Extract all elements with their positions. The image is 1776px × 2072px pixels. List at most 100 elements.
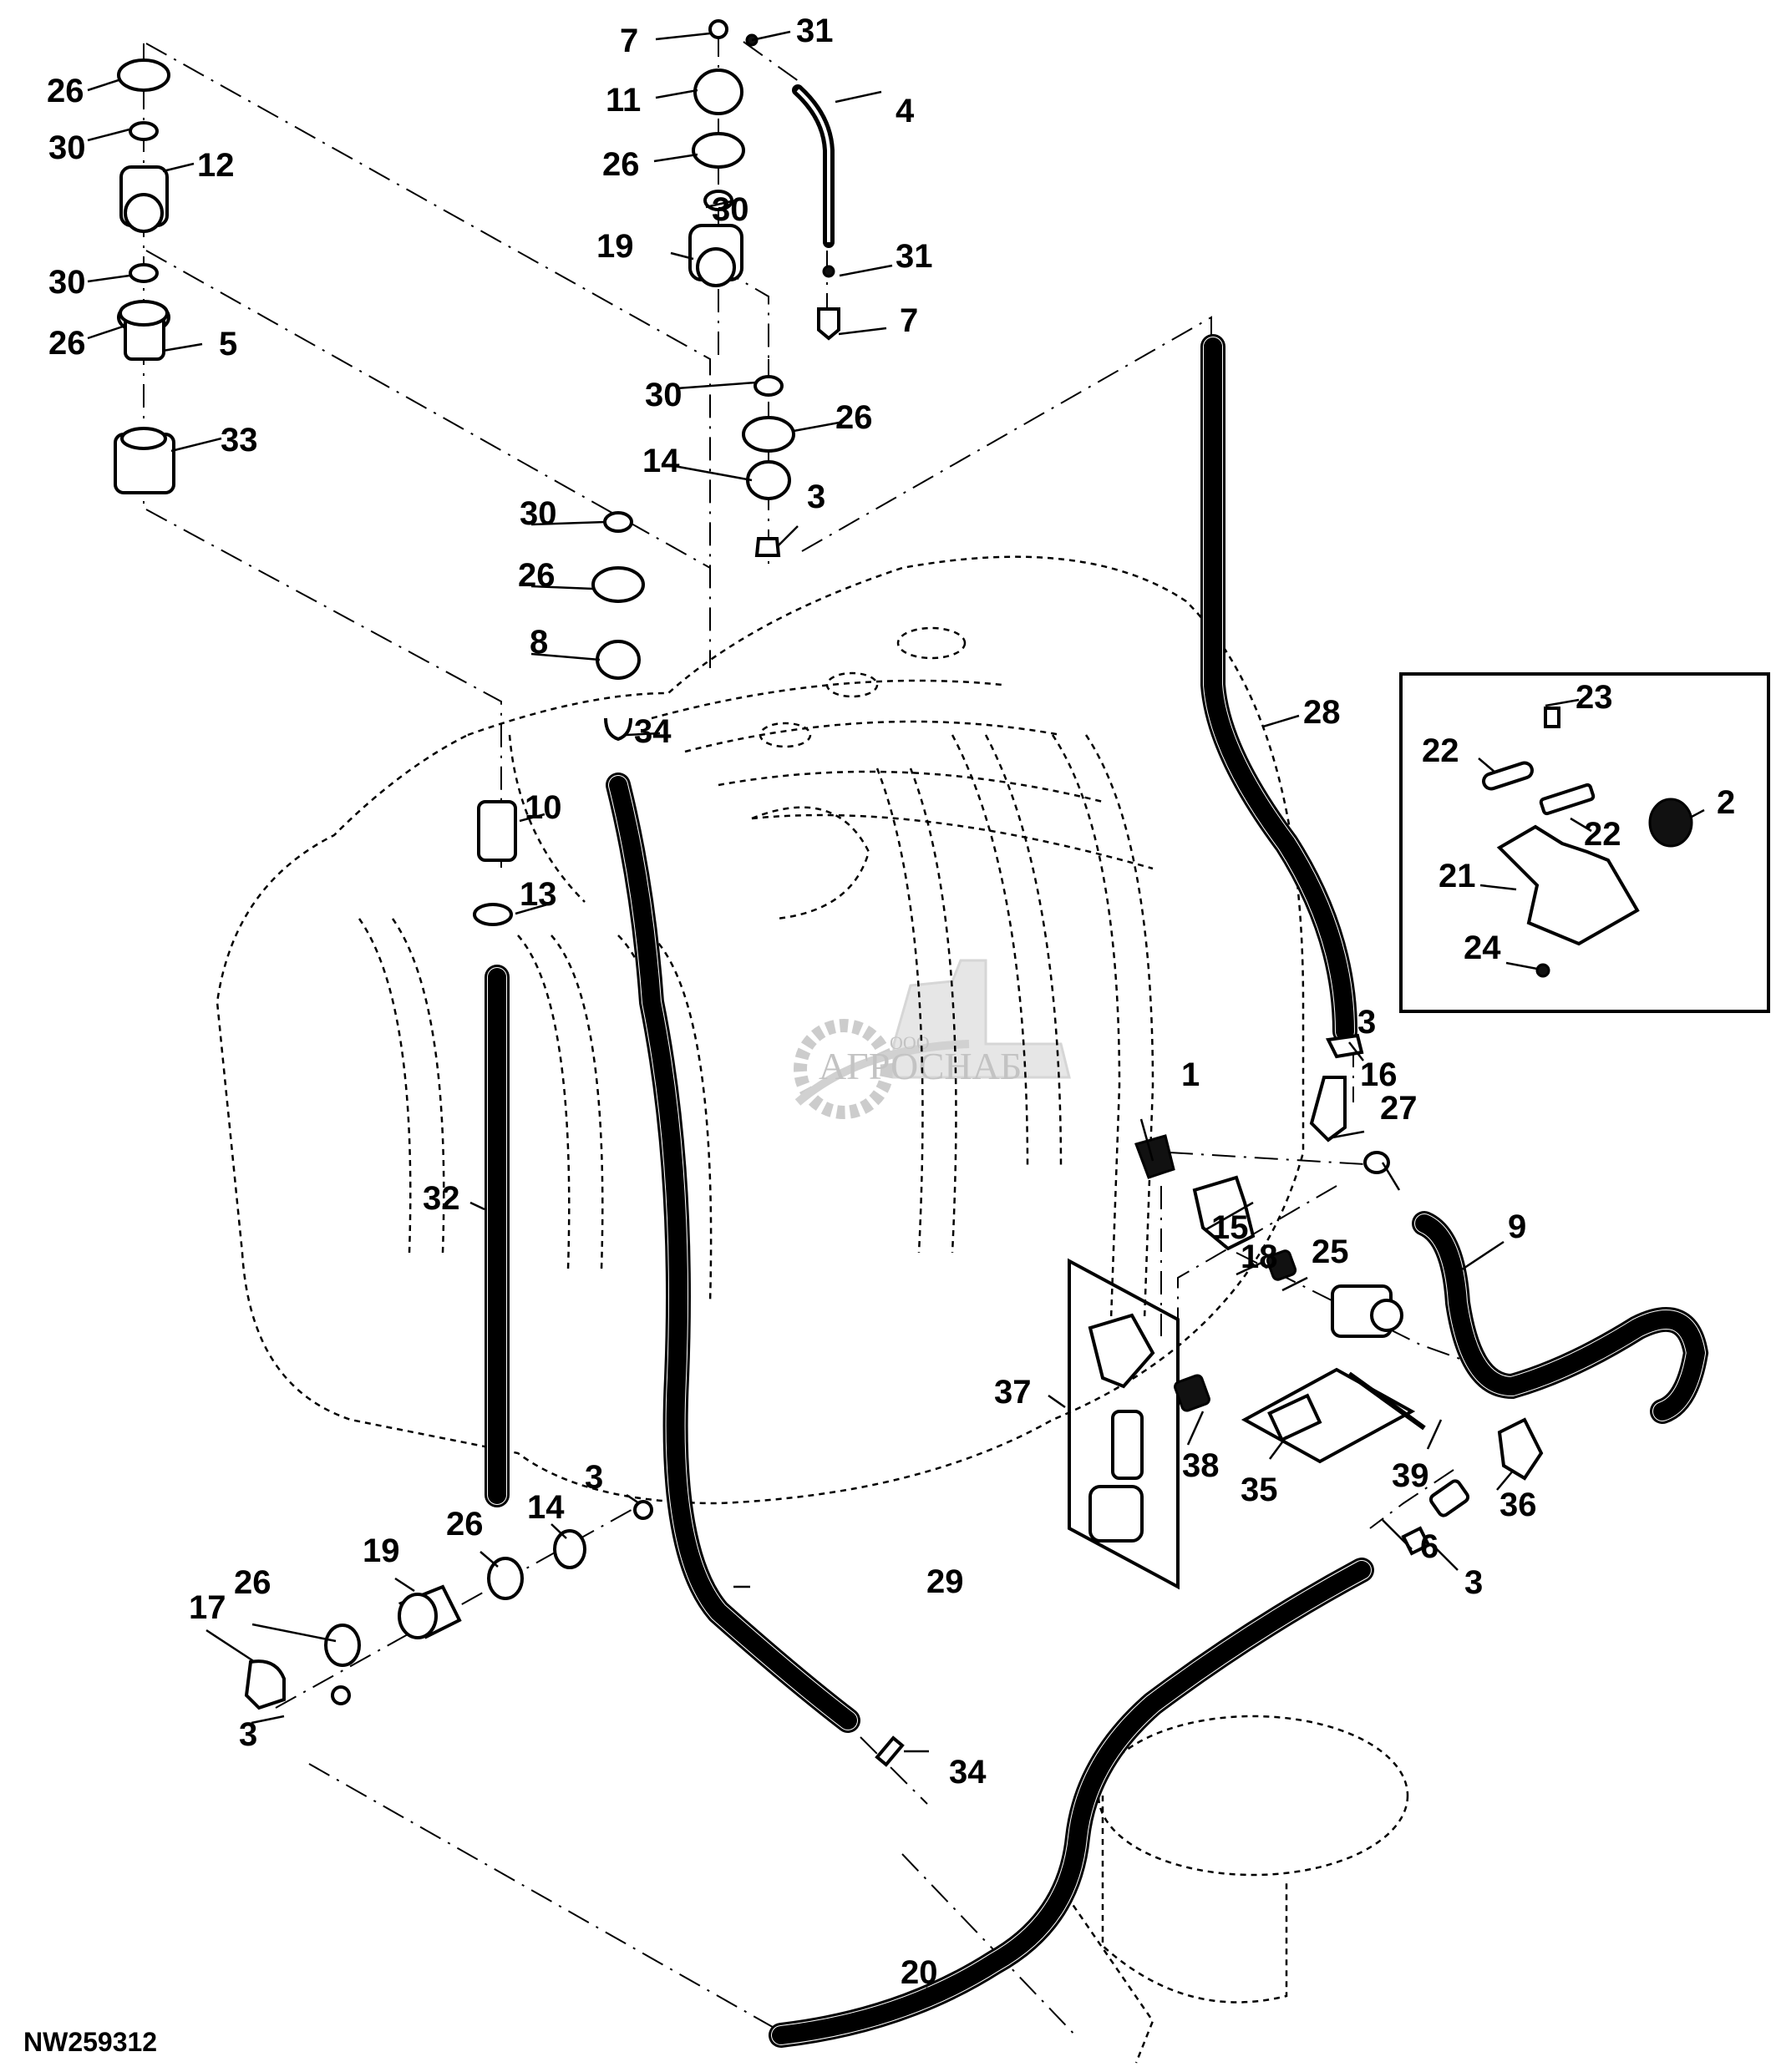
callout-37[interactable]: 37: [994, 1374, 1032, 1411]
clamp-icon[interactable]: [324, 1624, 361, 1667]
callout-33[interactable]: 33: [221, 422, 258, 458]
callout-1[interactable]: 1: [1181, 1056, 1200, 1093]
callout-30[interactable]: 30: [712, 191, 749, 228]
callout-28[interactable]: 28: [1303, 694, 1341, 731]
callout-38[interactable]: 38: [1182, 1447, 1220, 1484]
callout-19[interactable]: 19: [363, 1532, 400, 1569]
callout-34[interactable]: 34: [949, 1754, 987, 1791]
callout-2[interactable]: 2: [1717, 784, 1735, 821]
elbow-fitting-icon[interactable]: [1309, 1076, 1347, 1142]
o-ring-icon[interactable]: [129, 121, 159, 141]
mounting-plate-icon[interactable]: [1496, 824, 1640, 946]
clamp-icon[interactable]: [473, 903, 513, 926]
callout-26[interactable]: 26: [446, 1506, 484, 1543]
screw-icon[interactable]: [1544, 707, 1560, 728]
fitting-icon[interactable]: [817, 307, 840, 341]
callout-3[interactable]: 3: [1357, 1004, 1376, 1041]
callout-30[interactable]: 30: [520, 495, 557, 532]
clip-icon[interactable]: [604, 717, 632, 742]
elbow-fitting-icon[interactable]: [1497, 1417, 1544, 1481]
callout-39[interactable]: 39: [1392, 1457, 1429, 1494]
callout-35[interactable]: 35: [1241, 1472, 1278, 1508]
callout-27[interactable]: 27: [1380, 1090, 1418, 1127]
nipple-icon[interactable]: [1174, 1374, 1210, 1412]
hose-clamp-icon[interactable]: [754, 537, 781, 557]
callout-19[interactable]: 19: [596, 228, 634, 265]
callout-4[interactable]: 4: [896, 93, 915, 129]
barb-fitting-icon[interactable]: [596, 640, 641, 680]
callout-26[interactable]: 26: [234, 1564, 271, 1601]
callout-20[interactable]: 20: [901, 1954, 938, 1991]
o-ring-icon[interactable]: [129, 263, 159, 283]
o-ring-icon[interactable]: [754, 375, 784, 397]
adapter-fitting-icon[interactable]: [1428, 1479, 1470, 1517]
callout-36[interactable]: 36: [1499, 1487, 1537, 1523]
cap-icon[interactable]: [693, 68, 743, 115]
clamp-icon[interactable]: [487, 1557, 524, 1600]
callout-14[interactable]: 14: [527, 1489, 565, 1526]
barb-fitting-icon[interactable]: [746, 460, 791, 500]
o-ring-icon[interactable]: [603, 511, 633, 533]
callout-32[interactable]: 32: [423, 1180, 460, 1217]
elbow-fitting-icon[interactable]: [244, 1659, 286, 1710]
callout-30[interactable]: 30: [48, 129, 86, 166]
callout-13[interactable]: 13: [520, 876, 557, 913]
callout-3[interactable]: 3: [807, 479, 825, 515]
callout-31[interactable]: 31: [896, 238, 933, 275]
callout-24[interactable]: 24: [1464, 930, 1501, 966]
nipple-icon[interactable]: [1266, 1249, 1297, 1281]
callout-26[interactable]: 26: [48, 325, 86, 362]
callout-18[interactable]: 18: [1241, 1239, 1278, 1275]
clamp-icon[interactable]: [742, 416, 795, 453]
clamp-icon[interactable]: [117, 58, 170, 92]
callout-14[interactable]: 14: [642, 443, 680, 479]
callout-7[interactable]: 7: [620, 23, 638, 59]
clamp-icon[interactable]: [692, 132, 745, 169]
hose-clamp-icon[interactable]: [633, 1500, 653, 1520]
callout-30[interactable]: 30: [48, 264, 86, 301]
callout-16[interactable]: 16: [1360, 1056, 1398, 1093]
fitting-icon[interactable]: [708, 19, 728, 39]
clip-icon[interactable]: [875, 1735, 905, 1767]
callout-8[interactable]: 8: [530, 624, 548, 661]
callout-15[interactable]: 15: [1211, 1209, 1249, 1246]
callout-21[interactable]: 21: [1439, 858, 1476, 894]
callout-26[interactable]: 26: [47, 73, 84, 109]
fitting-icon[interactable]: [477, 800, 517, 862]
callout-17[interactable]: 17: [189, 1589, 226, 1626]
bracket-clip-icon[interactable]: [1539, 783, 1596, 816]
callout-22[interactable]: 22: [1584, 816, 1621, 853]
clamp-icon[interactable]: [822, 265, 835, 278]
bolt-icon[interactable]: [1347, 1371, 1426, 1431]
callout-23[interactable]: 23: [1576, 679, 1613, 716]
callout-3[interactable]: 3: [239, 1716, 257, 1753]
callout-5[interactable]: 5: [219, 326, 237, 362]
callout-34[interactable]: 34: [634, 713, 672, 750]
callout-30[interactable]: 30: [645, 377, 682, 413]
plug-icon[interactable]: [1648, 798, 1693, 848]
callout-9[interactable]: 9: [1508, 1208, 1526, 1245]
callout-26[interactable]: 26: [602, 146, 640, 183]
clamp-icon[interactable]: [591, 566, 645, 603]
strainer-head-icon[interactable]: [1088, 1313, 1155, 1389]
callout-3[interactable]: 3: [1464, 1564, 1483, 1601]
fitting-icon[interactable]: [1134, 1134, 1175, 1179]
callout-29[interactable]: 29: [926, 1563, 964, 1600]
callout-11[interactable]: 11: [606, 82, 641, 119]
callout-7[interactable]: 7: [900, 302, 918, 339]
strainer-element-icon[interactable]: [1111, 1410, 1144, 1480]
callout-6[interactable]: 6: [1420, 1528, 1439, 1565]
nut-icon[interactable]: [1535, 963, 1550, 978]
barb-fitting-icon[interactable]: [553, 1529, 586, 1569]
callout-10[interactable]: 10: [525, 789, 562, 826]
bracket-clip-icon[interactable]: [1482, 761, 1535, 791]
hose-20[interactable]: [769, 1558, 1374, 2048]
callout-31[interactable]: 31: [796, 13, 834, 49]
callout-12[interactable]: 12: [197, 147, 235, 184]
hose-4[interactable]: [792, 84, 835, 248]
tee-fitting-icon[interactable]: [1192, 1175, 1256, 1251]
callout-3[interactable]: 3: [585, 1459, 603, 1496]
callout-22[interactable]: 22: [1422, 732, 1459, 769]
hose-clamp-icon[interactable]: [331, 1685, 351, 1705]
callout-25[interactable]: 25: [1312, 1234, 1349, 1270]
